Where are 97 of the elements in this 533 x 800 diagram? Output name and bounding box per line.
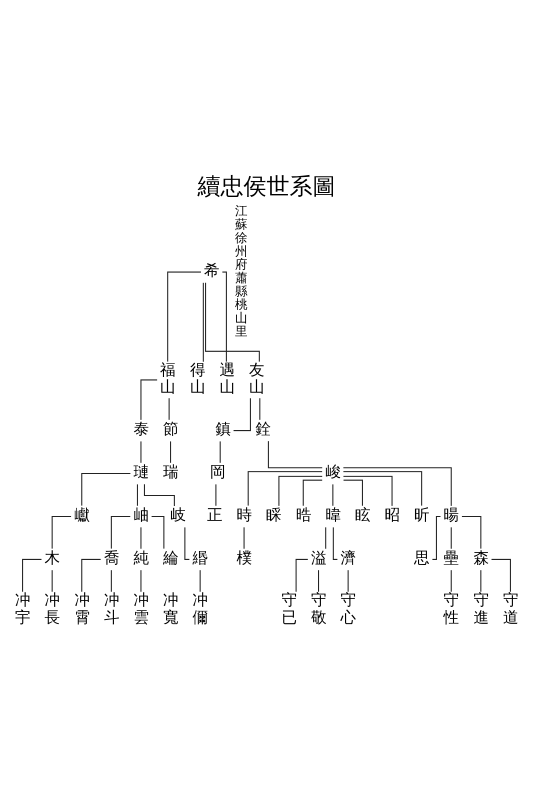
connector xyxy=(268,441,322,468)
node-text: 守道 xyxy=(502,591,518,626)
node-text: 守敬 xyxy=(311,591,326,626)
connector xyxy=(343,471,422,506)
connector xyxy=(184,527,190,560)
connector xyxy=(296,558,308,592)
node-text: 樸 xyxy=(236,549,252,568)
connector xyxy=(168,398,170,420)
connector xyxy=(140,527,142,549)
connector xyxy=(200,570,201,592)
node-text: 睬 xyxy=(266,506,282,524)
node-text: 綸 xyxy=(163,549,178,568)
connector xyxy=(248,471,322,506)
node-text: 思 xyxy=(414,549,430,568)
node-text: 眩 xyxy=(354,506,370,524)
node-text: 巘 xyxy=(74,506,90,524)
connector xyxy=(52,516,72,549)
connector xyxy=(81,473,130,506)
node-text: 冲寬 xyxy=(163,591,178,626)
node-text: 鎮 xyxy=(216,420,231,438)
connector xyxy=(215,484,216,506)
connector xyxy=(343,476,393,506)
connector xyxy=(244,527,245,549)
connector xyxy=(81,558,101,592)
node-text: 昭 xyxy=(384,506,400,524)
node-text: 得山 xyxy=(190,360,205,396)
node-text: 岡 xyxy=(210,463,225,482)
connector xyxy=(170,441,172,463)
connector xyxy=(202,282,204,362)
connector xyxy=(348,570,349,592)
node-text: 冲長 xyxy=(44,591,60,626)
connector xyxy=(344,480,363,506)
connector xyxy=(152,516,164,549)
connector xyxy=(220,441,221,463)
connector xyxy=(144,484,175,506)
connector xyxy=(222,272,227,362)
connector xyxy=(52,570,53,592)
node-text: 福山 xyxy=(160,360,176,396)
node-text: 壘 xyxy=(444,549,459,568)
label: 江蘇徐州府蕭縣桃山里 xyxy=(235,203,248,338)
diagram-title: 續忠侯世系圖 xyxy=(198,174,336,200)
connector xyxy=(110,516,130,549)
node-text: 正 xyxy=(206,506,222,524)
connector xyxy=(432,516,440,560)
node-text: 緡 xyxy=(192,549,208,568)
connector xyxy=(462,516,482,549)
node-text: 昕 xyxy=(414,506,430,524)
node-text: 純 xyxy=(133,549,148,568)
node-text: 守心 xyxy=(340,591,356,626)
node-text: 守性 xyxy=(444,591,459,626)
connector xyxy=(450,527,452,549)
connector xyxy=(167,272,201,362)
node-text: 岐 xyxy=(170,506,186,524)
connector xyxy=(332,484,334,506)
node-text: 冲宇 xyxy=(15,591,30,626)
node-text: 峻 xyxy=(325,463,340,482)
node-text: 溢 xyxy=(311,549,326,568)
node-text: 冲霄 xyxy=(74,591,90,626)
connector xyxy=(140,379,158,420)
node-text: 木 xyxy=(44,549,60,568)
node-text: 森 xyxy=(473,549,488,568)
node-text: 銓 xyxy=(256,420,271,438)
connector xyxy=(318,570,320,592)
node-text: 濟 xyxy=(340,549,356,568)
node-text: 暘 xyxy=(444,506,459,524)
node-text: 岫 xyxy=(133,506,148,524)
connector xyxy=(480,570,482,592)
node-text: 時 xyxy=(236,506,252,524)
connector xyxy=(140,570,142,592)
node-text: 璉 xyxy=(133,463,148,482)
node-text: 節 xyxy=(163,420,178,438)
node-text: 瑞 xyxy=(163,463,178,482)
node-text: 遇山 xyxy=(219,360,234,396)
connector xyxy=(136,484,138,506)
connector xyxy=(22,558,42,592)
connector xyxy=(343,467,452,506)
connector xyxy=(110,570,112,592)
connector xyxy=(332,527,338,560)
node-text: 守進 xyxy=(473,591,488,626)
connector xyxy=(259,398,260,420)
connector xyxy=(450,570,452,592)
node-text: 冲雲 xyxy=(133,591,148,626)
node-text: 冲斗 xyxy=(104,591,119,626)
connector xyxy=(140,441,142,463)
node-text: 晧 xyxy=(296,506,311,524)
node-text: 友山 xyxy=(248,360,264,396)
node-text: 冲儞 xyxy=(192,591,208,626)
connector xyxy=(492,558,511,592)
connector xyxy=(302,480,322,506)
node-text: 希 xyxy=(204,262,220,280)
node-text: 守已 xyxy=(281,591,296,626)
connector xyxy=(325,527,326,549)
node-text: 喬 xyxy=(104,549,119,568)
connector xyxy=(278,476,322,506)
node-text: 泰 xyxy=(133,420,148,438)
node-text: 暐 xyxy=(325,506,340,524)
connector xyxy=(234,398,251,432)
